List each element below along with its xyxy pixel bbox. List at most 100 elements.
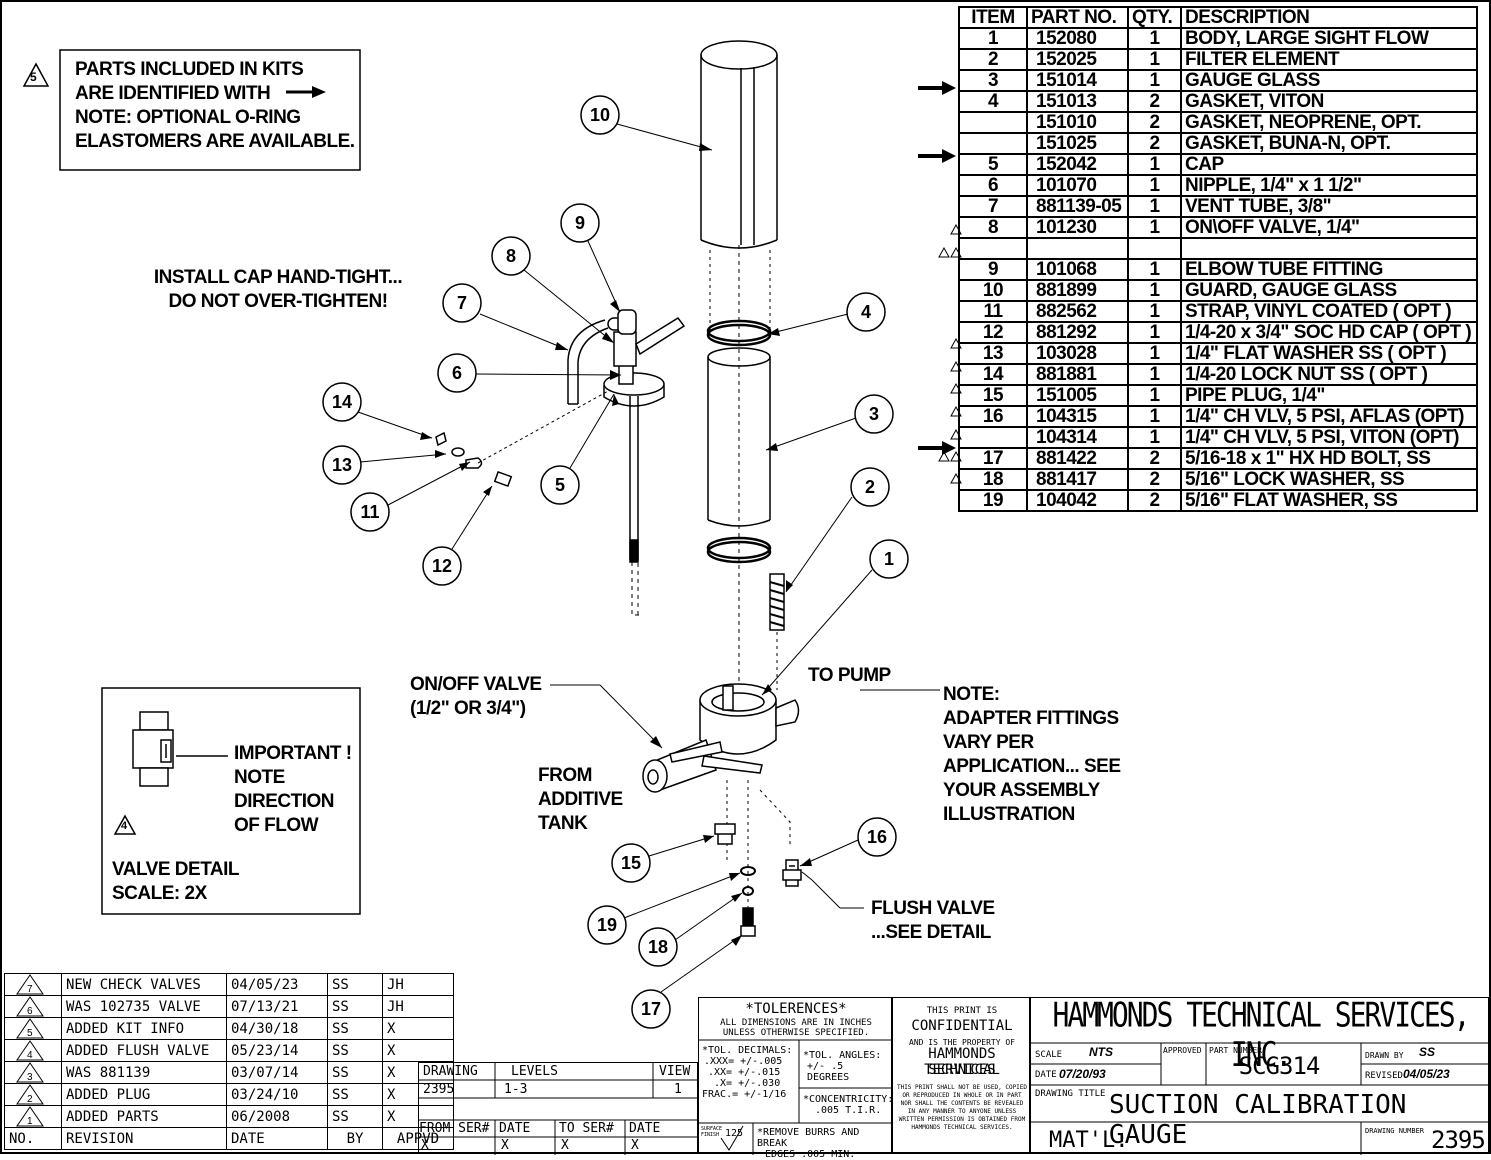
cell-description: GASKET, VITON	[1180, 90, 1478, 113]
drawing-number-value: 2395	[1431, 1126, 1486, 1154]
pipe-plug-part	[714, 823, 736, 845]
balloon-9	[560, 203, 600, 243]
to-ser-value: X	[561, 1138, 569, 1153]
revision-rev: ADDED PARTS	[61, 1105, 227, 1128]
cell-qty: 2	[1127, 90, 1182, 113]
gasket-bottom-part	[706, 536, 772, 564]
balloon-11	[350, 492, 390, 532]
cell-part-no: 881292	[1026, 321, 1129, 344]
cell-description: 5/16" LOCK WASHER, SS	[1180, 468, 1478, 491]
from-tank-line: ADDITIVE	[538, 789, 623, 810]
cell-qty: 1	[1127, 300, 1182, 323]
cell-description: ELBOW TUBE FITTING	[1180, 258, 1478, 281]
balloon-label-5: 5	[554, 475, 565, 495]
leader-arrowheads	[420, 143, 812, 946]
header-qty: QTY.	[1127, 6, 1182, 29]
to-pump-label: TO PUMP	[808, 665, 891, 686]
cell-qty: 1	[1127, 153, 1182, 176]
cell-item: 13	[958, 342, 1028, 365]
cell-item: 5	[958, 153, 1028, 176]
cell-part-no: 101068	[1026, 258, 1129, 281]
install-note-line-1: INSTALL CAP HAND-TIGHT...	[153, 267, 403, 288]
washer-parts	[740, 866, 756, 896]
balloon-17	[631, 989, 671, 1029]
detail-note-line: OF FLOW	[234, 815, 319, 836]
cell-item: 11	[958, 300, 1028, 323]
revision-no: 4	[4, 1039, 62, 1062]
balloon-19	[587, 905, 627, 945]
balloon-label-9: 9	[574, 213, 585, 233]
flush-valve-label: FLUSH VALVE ...SEE DETAIL	[871, 897, 995, 945]
cell-qty: 2	[1127, 489, 1182, 512]
from-ser-label: FROM SER#	[419, 1121, 490, 1136]
drawing-value: 2395	[423, 1082, 455, 1097]
kit-note-line: NOTE: OPTIONAL O-RING	[75, 107, 301, 128]
cell-qty: 1	[1127, 195, 1182, 218]
cell-item	[958, 426, 1028, 449]
revision-no: 3	[4, 1061, 62, 1084]
tolerance-decimals: *TOL. DECIMALS: .XXX= +/-.005 .XX= +/-.0…	[702, 1045, 792, 1100]
cell-item: 7	[958, 195, 1028, 218]
sight-flow-body-part	[699, 683, 800, 755]
cell-item: 17	[958, 447, 1028, 470]
cell-part-no: 104315	[1026, 405, 1129, 428]
header-description: DESCRIPTION	[1180, 6, 1478, 29]
cell-description	[1180, 237, 1478, 260]
cell-qty: 1	[1127, 363, 1182, 386]
cell-qty: 1	[1127, 279, 1182, 302]
onoff-valve-line-1: ON/OFF VALVE	[410, 674, 542, 695]
revision-by: SS	[327, 973, 383, 996]
conf-line-4: HAMMONDS TECHNICAL	[924, 1046, 1000, 1078]
detail-delta-marker	[113, 814, 137, 835]
cell-qty: 1	[1127, 48, 1182, 71]
cell-qty	[1127, 237, 1182, 260]
onoff-valve-label: ON/OFF VALVE (1/2" OR 3/4")	[410, 673, 542, 721]
balloon-2	[850, 467, 890, 507]
tolerance-title: *TOLERENCES*	[745, 1001, 847, 1017]
cell-description: STRAP, VINYL COATED ( OPT )	[1180, 300, 1478, 323]
revision-date: 03/07/14	[226, 1061, 328, 1084]
balloon-label-19: 19	[596, 915, 618, 935]
tolerance-lines	[699, 1039, 893, 1155]
adapter-note-line: ILLUSTRATION	[943, 804, 1075, 825]
balloon-label-7: 7	[456, 293, 467, 313]
cell-item: 1	[958, 27, 1028, 50]
revision-no: 5	[4, 1017, 62, 1040]
strap-hardware-parts	[435, 431, 513, 488]
revision-date: 06/2008	[226, 1105, 328, 1128]
revision-rev: WAS 881139	[61, 1061, 227, 1084]
surface-finish-label: SURFACE FINISH	[701, 1126, 723, 1138]
revision-no: 6	[4, 995, 62, 1018]
revision-no: NO.	[4, 1127, 62, 1150]
balloon-label-10: 10	[589, 105, 611, 125]
cell-item: 6	[958, 174, 1028, 197]
cell-qty: 2	[1127, 447, 1182, 470]
part-number-value: SCG314	[1238, 1052, 1321, 1080]
concentricity-line: *CONCENTRICITY:	[803, 1094, 894, 1105]
cell-qty: 1	[1127, 342, 1182, 365]
concentricity-line: .005 T.I.R.	[815, 1105, 882, 1116]
balloon-label-17: 17	[640, 999, 662, 1019]
cell-description: NIPPLE, 1/4" x 1 1/2"	[1180, 174, 1478, 197]
cell-item	[958, 237, 1028, 260]
conf-line-3: AND IS THE PROPERTY OF	[909, 1038, 1015, 1047]
balloon-18	[638, 927, 678, 967]
to-ser-label: TO SER#	[559, 1121, 614, 1136]
drawn-by-value: SS	[1419, 1045, 1436, 1059]
cell-description: PIPE PLUG, 1/4"	[1180, 384, 1478, 407]
cell-description: ON\OFF VALVE, 1/4"	[1180, 216, 1478, 239]
gasket-top-part	[706, 319, 772, 347]
cell-part-no: 881139-05	[1026, 195, 1129, 218]
parts-table-header: ITEM PART NO. QTY. DESCRIPTION	[958, 6, 1478, 29]
revision-by: SS	[327, 1039, 383, 1062]
conf-line-1: THIS PRINT IS	[926, 1006, 998, 1016]
cell-part-no	[1026, 237, 1129, 260]
cell-part-no: 101070	[1026, 174, 1129, 197]
